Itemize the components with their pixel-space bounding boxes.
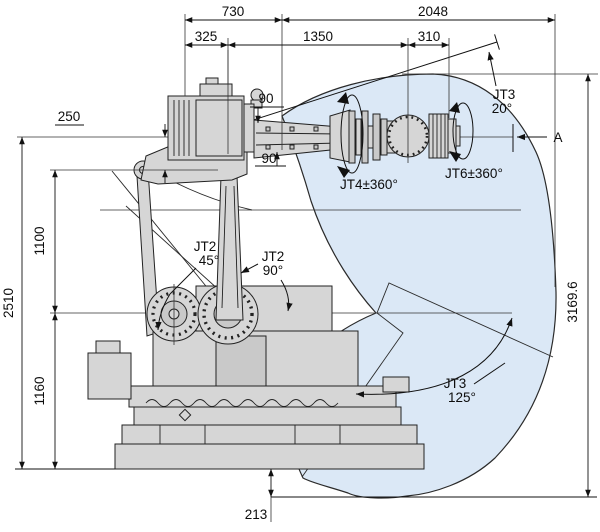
jt3-upper-name: JT3 <box>493 87 516 102</box>
dim-3169-label: 3169.6 <box>565 281 580 322</box>
dim-250: 250 <box>55 109 168 183</box>
wrist-disc <box>372 113 381 161</box>
jt3-20deg-line <box>249 41 498 122</box>
jt3-lower-angle: 125° <box>448 390 476 405</box>
jt4-housing-top <box>199 83 233 97</box>
jt6-annotation: JT6±360° <box>445 102 503 181</box>
dim-3169: 3169.6 <box>565 74 591 497</box>
forearm-line <box>255 132 341 135</box>
dim-250-label: 250 <box>58 109 81 124</box>
jt4-rotation-arrow-bottom <box>337 166 350 178</box>
dim-2510: 2510 <box>1 137 25 469</box>
jt6-label: JT6±360° <box>445 166 503 181</box>
forearm-bolt <box>265 126 271 132</box>
dim-1160-label: 1160 <box>32 376 47 405</box>
jt4-housing-cap <box>205 77 219 85</box>
jt6-rotation-arrow-top <box>449 102 460 113</box>
jt2-front-arc <box>155 293 171 331</box>
jt4-housing-flange <box>243 103 255 153</box>
upper-arm <box>215 175 244 321</box>
dim-1160: 1160 <box>32 313 58 469</box>
dim-213: 213 <box>245 469 274 522</box>
jt2-front-name: JT2 <box>194 239 217 254</box>
upper-arm-edge <box>233 185 239 309</box>
base-mid-block <box>121 424 418 445</box>
jt2-back-name: JT2 <box>262 249 285 264</box>
dim-2510-label: 2510 <box>1 288 16 318</box>
jt3-upper-leader <box>487 51 497 87</box>
base-upper-block <box>133 406 402 426</box>
wrist-cone <box>329 109 351 163</box>
dim-730-label: 730 <box>222 4 245 19</box>
view-a-label: A <box>553 130 562 145</box>
dimensions: 730 2048 325 1350 310 2510 1100 <box>1 4 591 522</box>
left-bracket-step <box>95 340 121 354</box>
dim-1350: 1350 <box>228 29 408 48</box>
jt2-back-leader <box>240 263 259 274</box>
jt4-housing-body <box>195 99 243 157</box>
forearm-bolt <box>289 126 295 132</box>
forearm-bolt <box>289 144 295 150</box>
dim-325-label: 325 <box>195 29 218 44</box>
dim-310-label: 310 <box>418 29 441 44</box>
jt2-back-arc <box>280 279 293 312</box>
view-a-annotation: A <box>512 124 563 152</box>
base-eyebolt <box>178 408 192 422</box>
jt6-rotation-ellipse <box>452 102 474 160</box>
dim-213-label: 213 <box>245 507 268 522</box>
dim-1100-label: 1100 <box>32 226 47 255</box>
wrist-disc <box>380 118 388 156</box>
jt3-upper-angle: 20° <box>492 101 512 116</box>
jt4-annotation: JT4±360° <box>337 92 398 192</box>
tool-flange-end <box>455 125 461 147</box>
forearm-bolt <box>313 126 319 132</box>
wrist-rib <box>355 118 362 156</box>
right-tab <box>382 376 410 393</box>
jt4-rotation-ellipse <box>340 94 364 174</box>
base-plate <box>114 443 425 470</box>
dim-1350-label: 1350 <box>303 29 333 44</box>
cable-serration <box>145 399 339 407</box>
upper-arm-edge <box>221 185 227 309</box>
jt4-rotation-arrow-top <box>337 92 349 104</box>
forearm-bolt <box>265 144 271 150</box>
dim-325: 325 <box>185 29 228 48</box>
jt3-lower-name: JT3 <box>444 376 467 391</box>
jt3-lower-annotation: JT3 125° <box>355 317 513 405</box>
jt2-back-angle: 90° <box>263 263 283 278</box>
jt2-front-angle: 45° <box>199 253 219 268</box>
dim-310: 310 <box>408 29 449 48</box>
jt3-lower-arc <box>355 317 513 398</box>
dim-90-upper: 90 <box>250 91 284 123</box>
jt2-front-leader <box>169 267 197 295</box>
dim-90-lower-label: 90 <box>261 151 276 166</box>
jt3-20deg-end-tick <box>494 34 500 50</box>
dim-1100: 1100 <box>32 170 58 313</box>
jt2-back-annotation: JT2 90° <box>240 249 293 312</box>
left-bracket <box>87 352 132 400</box>
dim-2048-label: 2048 <box>418 4 448 19</box>
jt2-45deg-ghost-line <box>111 170 224 308</box>
forearm-bolt <box>313 144 319 150</box>
dim-90-lower: 90 <box>255 151 286 167</box>
dim-90-upper-label: 90 <box>258 91 273 106</box>
wrist-rib <box>348 110 356 164</box>
dim-730: 730 <box>185 4 282 23</box>
jt2-front-annotation: JT2 45° <box>155 239 219 331</box>
jt4-label: JT4±360° <box>340 177 398 192</box>
dim-2048: 2048 <box>282 4 555 23</box>
joint-annotations: JT3 20° JT4±360° JT6±360° JT2 45° JT2 <box>155 51 563 405</box>
jt3-upper-annotation: JT3 20° <box>487 51 516 116</box>
jt6-rotation-arrow-bottom <box>449 151 461 162</box>
